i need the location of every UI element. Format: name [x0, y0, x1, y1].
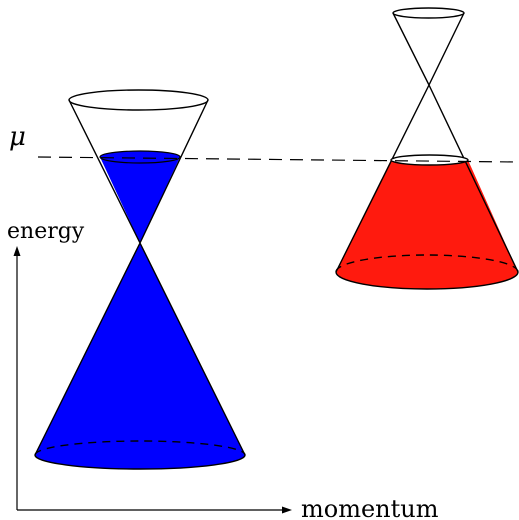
left-bottom-ellipse-front: [34, 454, 246, 470]
right-top-ellipse: [392, 7, 465, 19]
left-upper-cone-fill: [100, 157, 180, 243]
left-cone: [34, 89, 246, 470]
left-lower-cone-fill: [35, 243, 245, 469]
left-top-ellipse: [68, 89, 209, 111]
energy-label: energy: [7, 219, 85, 244]
right-lower-cone-fill: [336, 160, 518, 289]
momentum-axis-arrowhead: [282, 506, 292, 514]
chemical-potential-line: [37, 156, 518, 163]
left-bottom-ellipse-back: [34, 440, 246, 456]
right-cone: [335, 7, 519, 290]
momentum-label: momentum: [301, 495, 439, 520]
left-cone-outline: [34, 99, 246, 456]
right-fermi-ellipse: [390, 154, 469, 166]
axes: [13, 246, 292, 514]
mu-label: μ: [9, 122, 26, 152]
right-bottom-ellipse-front: [335, 271, 519, 290]
left-fermi-ellipse: [99, 150, 181, 164]
right-cone-outline: [335, 12, 519, 273]
energy-axis-arrowhead: [13, 246, 21, 256]
